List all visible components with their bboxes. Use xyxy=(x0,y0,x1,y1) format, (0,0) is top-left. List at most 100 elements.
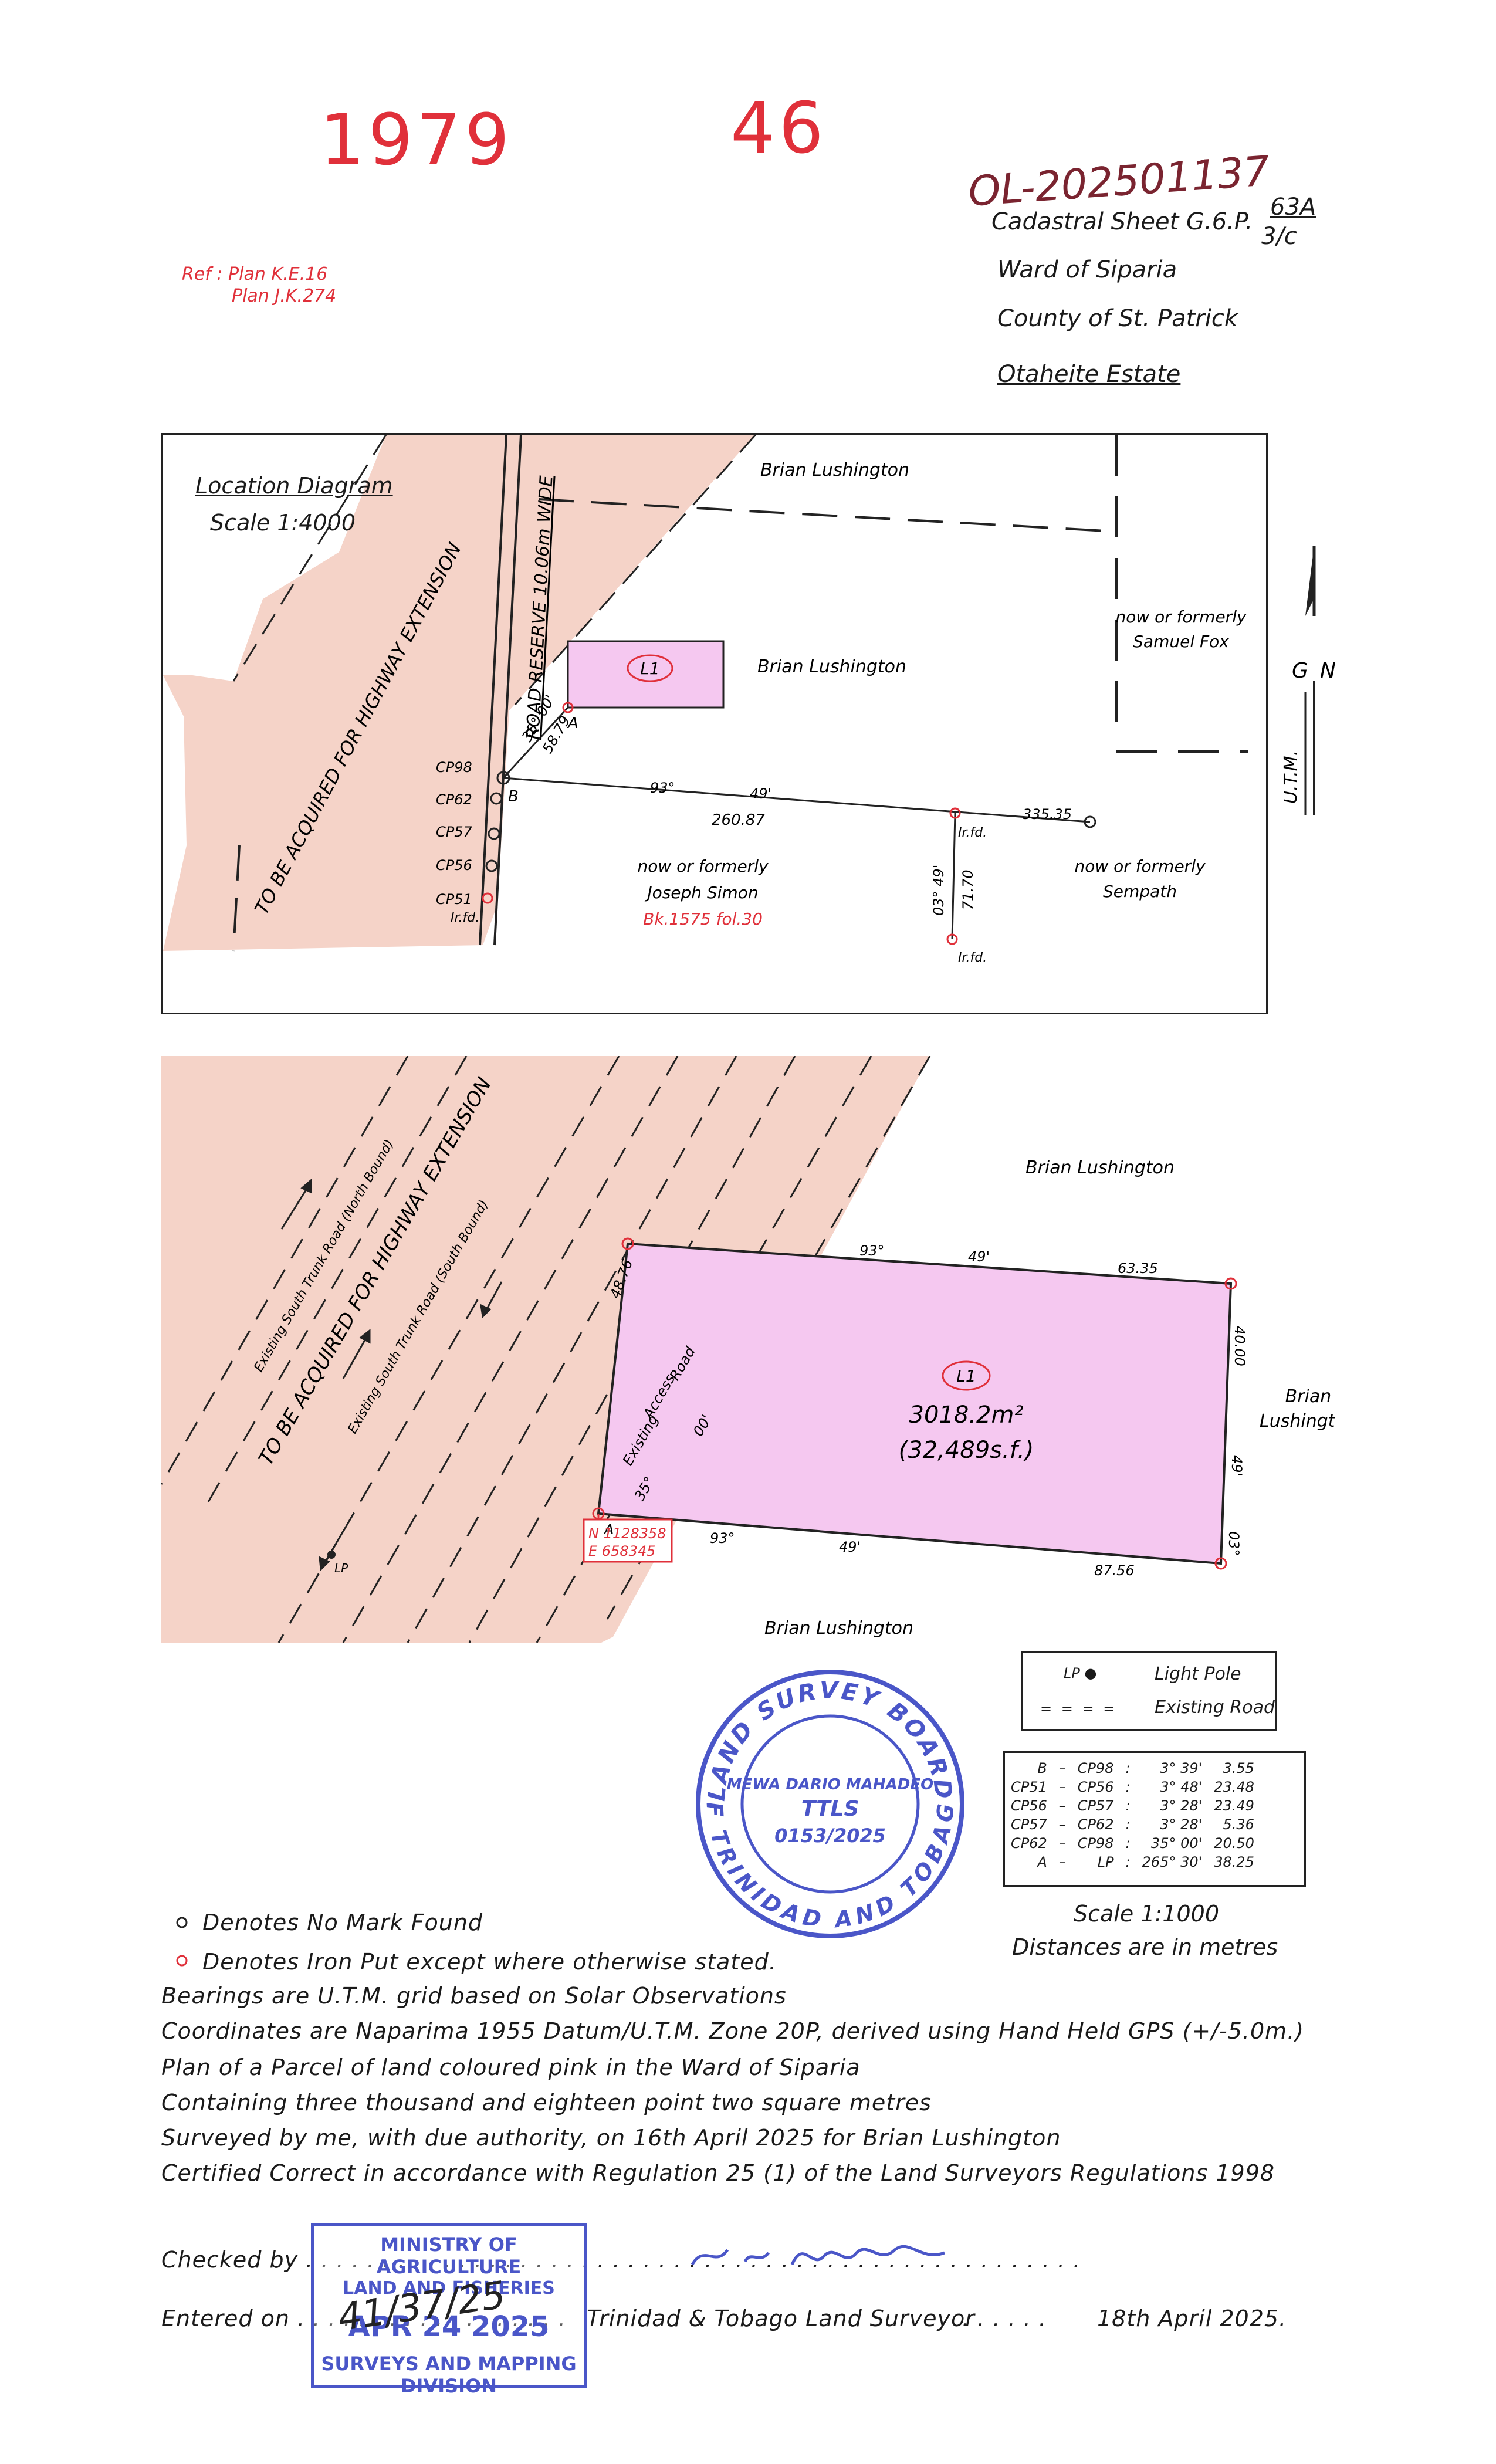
ld-cp51: CP51 xyxy=(436,891,472,908)
ld-irfd-2: Ir.fd. xyxy=(958,825,987,840)
mp-dist-right: 40.00 xyxy=(1231,1326,1248,1366)
table-row: CP56–CP57:3° 28'23.49 xyxy=(1011,1798,1254,1814)
legend-road-label: Existing Road xyxy=(1155,1697,1275,1718)
table-row: CP51–CP56:3° 48'23.48 xyxy=(1011,1779,1254,1795)
sheet-fraction-top: 63A xyxy=(1270,194,1316,221)
table-row: CP62–CP98:35° 00'20.50 xyxy=(1011,1835,1254,1852)
ld-cp98: CP98 xyxy=(436,759,472,776)
mp-lot: L1 xyxy=(956,1366,976,1386)
mp-area-sf: (32,489s.f.) xyxy=(899,1437,1034,1464)
ld-joseph-bk: Bk.1575 fol.30 xyxy=(643,909,763,929)
utm-label: U.T.M. xyxy=(1281,750,1301,804)
ministry-line1: MINISTRY OF AGRICULTURE xyxy=(376,2233,522,2278)
location-diagram-frame: Brian Lushington Brian Lushington now or… xyxy=(161,433,1268,1014)
table-row: B–CP98:3° 39'3.55 xyxy=(1037,1760,1254,1776)
mp-brian-right-2: Lushington xyxy=(1260,1411,1335,1431)
stamp-title: TTLS xyxy=(801,1797,859,1821)
ld-cp56: CP56 xyxy=(436,857,472,874)
note-markers xyxy=(176,1917,188,1967)
sheet-fraction-bottom: 3/c xyxy=(1261,223,1297,250)
estate-label: Otaheite Estate xyxy=(997,361,1181,388)
highway-acquisition-area xyxy=(163,435,756,951)
point-a-marker xyxy=(562,702,574,713)
surveyor-label: Trinidad & Tobago Land Surveyor xyxy=(587,2306,975,2331)
ld-dist-33535: 335.35 xyxy=(1023,806,1072,823)
legend-lp-symbol: LP ● xyxy=(1064,1665,1097,1681)
lot-l1-small xyxy=(567,640,725,709)
mp-lp: LP xyxy=(334,1561,348,1575)
note-coordinates: Coordinates are Naparima 1955 Datum/U.T.… xyxy=(161,2018,1305,2044)
ld-cp57: CP57 xyxy=(436,824,473,840)
plan-number-left: 1979 xyxy=(320,100,513,181)
ld-lot: L1 xyxy=(640,659,659,678)
cadastral-sheet: Cadastral Sheet G.6.P. xyxy=(991,208,1253,235)
distances-table: B–CP98:3° 39'3.55 CP51–CP56:3° 48'23.48 … xyxy=(1005,1759,1260,1871)
ld-samuel-2: Samuel Fox xyxy=(1133,632,1229,651)
signoff-date: 18th April 2025. xyxy=(1097,2306,1287,2331)
location-diagram-title: Location Diagram xyxy=(195,473,393,499)
ministry-line4: DIVISION xyxy=(400,2375,497,2397)
file-reference: OL-202501137 xyxy=(966,147,1271,216)
county-label: County of St. Patrick xyxy=(997,305,1238,332)
north-n: N xyxy=(1320,659,1336,683)
note-no-mark: Denotes No Mark Found xyxy=(202,1910,483,1935)
mp-bearing-right-03: 03° xyxy=(1226,1531,1242,1556)
scale-label: Scale 1:1000 xyxy=(1074,1901,1220,1927)
ld-cp62: CP62 xyxy=(436,791,472,808)
ministry-date: APR 24 2025 xyxy=(348,2310,550,2343)
ref-plan-1: Ref : Plan K.E.16 xyxy=(182,264,328,285)
mp-brian-top: Brian Lushington xyxy=(1025,1157,1175,1178)
note-iron-put: Denotes Iron Put except where otherwise … xyxy=(202,1949,777,1975)
ministry-stamp: MINISTRY OF AGRICULTURE LAND AND FISHERI… xyxy=(311,2223,587,2397)
note-containing: Containing three thousand and eighteen p… xyxy=(161,2090,932,2116)
mp-area-m2: 3018.2m² xyxy=(909,1402,1024,1429)
ld-point-a: A xyxy=(567,715,578,732)
legend-road-symbol: = = = = xyxy=(1040,1700,1118,1717)
ward-label: Ward of Siparia xyxy=(997,256,1177,283)
main-plan: Brian Lushington Brian Lushington Brian … xyxy=(161,1056,1335,1643)
mp-coord-e: E 658345 xyxy=(588,1543,655,1559)
checked-by-label: Checked by xyxy=(161,2247,299,2273)
ld-bearing-03-49: 03° 49' xyxy=(930,865,947,916)
mp-dist-bot: 87.56 xyxy=(1094,1562,1135,1579)
ld-irfd-1: Ir.fd. xyxy=(451,911,479,925)
mp-bearing-bot-93: 93° xyxy=(710,1530,735,1546)
highway-band xyxy=(161,1056,930,1643)
ld-irfd-3: Ir.fd. xyxy=(958,950,987,965)
ld-brian-top: Brian Lushington xyxy=(760,460,909,480)
light-pole-icon xyxy=(327,1551,336,1559)
ld-joseph-2: Joseph Simon xyxy=(644,883,758,902)
north-arrow-icon xyxy=(1305,546,1314,616)
mp-brian-bottom: Brian Lushington xyxy=(764,1618,913,1639)
table-row: A–LP:265° 30'38.25 xyxy=(1037,1854,1254,1870)
ld-sempath-2: Sempath xyxy=(1103,882,1177,901)
mp-bearing-top-49: 49' xyxy=(968,1248,990,1265)
legend-lp-label: Light Pole xyxy=(1155,1664,1241,1684)
ld-dist-26087: 260.87 xyxy=(712,811,765,829)
ministry-line2: LAND AND FISHERIES xyxy=(343,2278,555,2299)
ref-plan-2: Plan J.K.274 xyxy=(232,286,337,306)
mp-bearing-top-93: 93° xyxy=(859,1243,885,1259)
mp-dist-top: 63.35 xyxy=(1118,1260,1158,1277)
north-arrow: G N U.T.M. xyxy=(1281,546,1336,815)
note-certified: Certified Correct in accordance with Reg… xyxy=(161,2160,1275,2186)
stamp-name: MEWA DARIO MAHADEO xyxy=(727,1776,933,1793)
entered-on-label: Entered on xyxy=(161,2306,290,2331)
north-g: G xyxy=(1292,659,1308,683)
ld-bearing-49: 49' xyxy=(750,786,771,802)
table-row: CP57–CP62:3° 28'5.36 xyxy=(1011,1816,1254,1833)
distances-table-box: B–CP98:3° 39'3.55 CP51–CP56:3° 48'23.48 … xyxy=(1003,1751,1306,1887)
location-diagram-scale: Scale 1:4000 xyxy=(210,510,356,536)
mp-bearing-bot-49: 49' xyxy=(839,1539,861,1555)
note-bearings: Bearings are U.T.M. grid based on Solar … xyxy=(161,1983,787,2009)
land-survey-board-stamp: LAND SURVEY BOARD OF TRINIDAD AND TOBAGO… xyxy=(692,1666,964,1938)
ld-brian-mid: Brian Lushington xyxy=(757,656,906,677)
point-b-marker xyxy=(496,771,510,785)
lot-l1-polygon xyxy=(597,1242,1233,1565)
iron-put-icon xyxy=(176,1955,188,1967)
ld-joseph-1: now or formerly xyxy=(637,857,769,876)
ld-bearing-93: 93° xyxy=(650,780,675,796)
signature xyxy=(691,2245,945,2266)
ld-dist-7170: 71.70 xyxy=(960,869,976,910)
mp-brian-right-1: Brian xyxy=(1285,1386,1332,1407)
